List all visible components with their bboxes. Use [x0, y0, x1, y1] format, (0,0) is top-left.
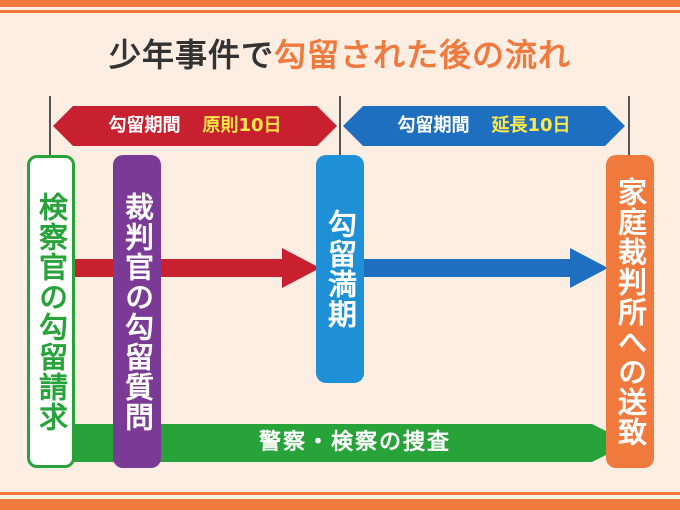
- family-court-transfer-box: 家庭裁判所への送致: [606, 155, 654, 468]
- prosecutor-request-box: 検察官の勾留請求: [27, 155, 75, 468]
- judge-questioning-box: 裁判官の勾留質問: [113, 155, 161, 468]
- double-arrow-shape: [53, 106, 337, 146]
- period-original-title: 勾留期間: [108, 115, 181, 136]
- bottom-stripe: [0, 499, 680, 510]
- top-stripe-thin: [0, 10, 680, 13]
- top-stripe: [0, 0, 680, 7]
- investigation-label: 警察・検察の捜査: [258, 430, 451, 455]
- period-extension-arrow: 勾留期間延長10日: [343, 106, 625, 146]
- double-arrow-shape: [343, 106, 625, 146]
- period-extension-detail: 延長10日: [491, 115, 571, 136]
- period-extension-title: 勾留期間: [397, 115, 470, 136]
- blue-flow-arrow: [358, 248, 608, 288]
- timeline-marker-start: [49, 96, 51, 156]
- judge-questioning-text: 裁判官の勾留質問: [120, 191, 155, 432]
- investigation-arrow: [70, 424, 630, 462]
- prosecutor-request-text: 検察官の勾留請求: [34, 191, 69, 432]
- period-original-detail: 原則10日: [202, 115, 282, 136]
- bottom-stripe-thin: [0, 492, 680, 495]
- title-highlight: 勾留された後の流れ: [274, 36, 572, 74]
- title-prefix: 少年事件で: [108, 36, 274, 74]
- timeline-marker-middle: [339, 96, 341, 156]
- period-extension-label: 勾留期間延長10日: [343, 106, 625, 146]
- period-original-label: 勾留期間原則10日: [53, 106, 337, 146]
- period-original-arrow: 勾留期間原則10日: [53, 106, 337, 146]
- red-flow-arrow: [70, 248, 320, 288]
- detention-expiry-text: 勾留満期: [323, 209, 358, 329]
- timeline-marker-end: [628, 96, 630, 156]
- family-court-transfer-text: 家庭裁判所への送致: [613, 176, 648, 447]
- page-title: 少年事件で勾留された後の流れ: [0, 30, 680, 76]
- detention-expiry-box: 勾留満期: [316, 155, 364, 383]
